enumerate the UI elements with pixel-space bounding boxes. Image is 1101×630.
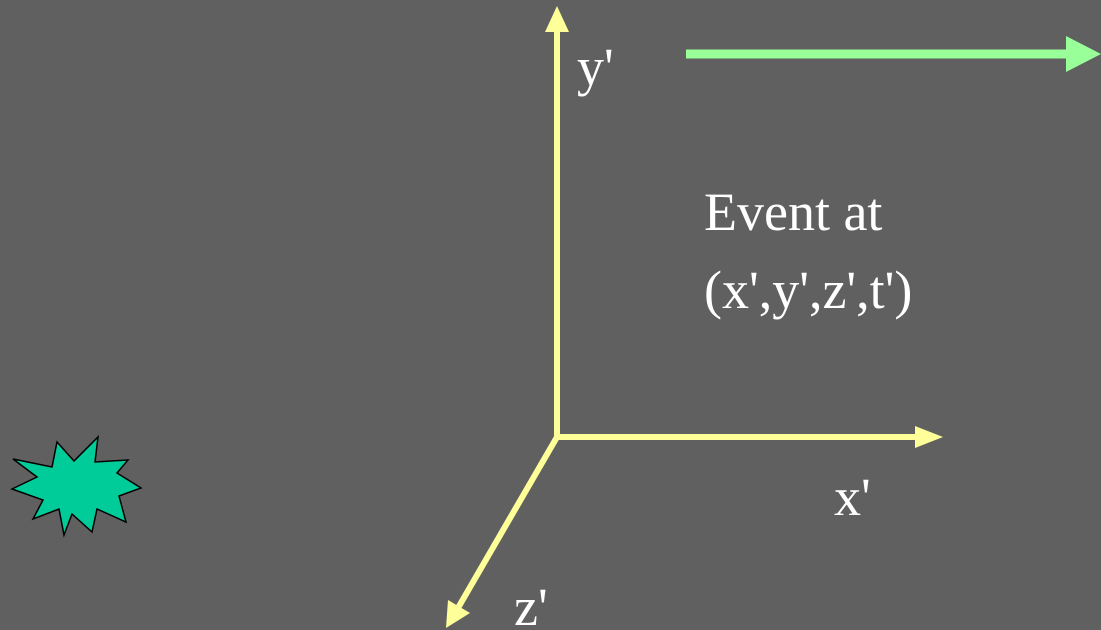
x-axis-label: x' — [834, 467, 871, 527]
starburst-icon — [10, 434, 143, 538]
event-caption-line2: (x',y',z',t') — [704, 260, 913, 320]
x-axis — [554, 426, 943, 448]
y-axis — [545, 6, 569, 437]
arrow-right-icon — [686, 36, 1101, 72]
z-axis — [446, 435, 560, 628]
event-caption: Event at (x',y',z',t') — [704, 173, 912, 329]
y-axis-label: y' — [577, 37, 614, 97]
event-caption-line1: Event at — [704, 182, 883, 242]
z-axis-label: z' — [514, 577, 548, 630]
